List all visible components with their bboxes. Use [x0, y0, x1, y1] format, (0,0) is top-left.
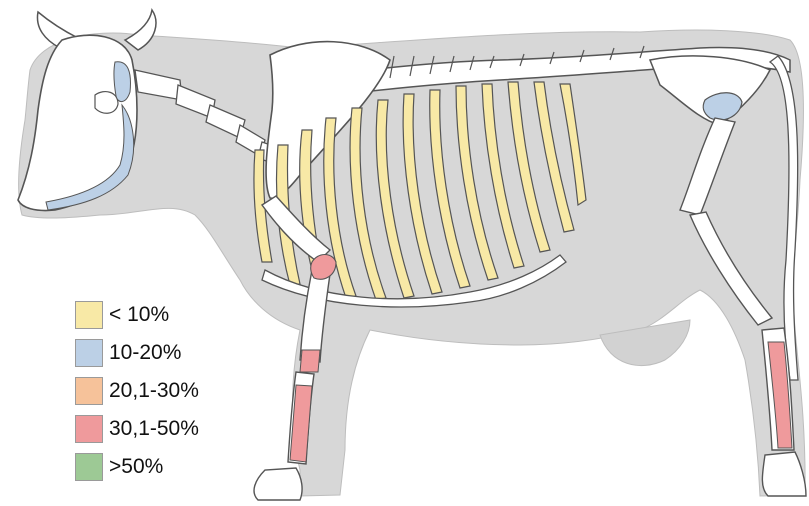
radius-distal-zone [300, 350, 320, 372]
legend-swatch [75, 301, 103, 329]
legend-item-over-50: >50% [75, 452, 163, 482]
legend-label: < 10% [109, 303, 169, 327]
legend-label: 10-20% [109, 341, 181, 365]
legend-swatch [75, 453, 103, 481]
legend-swatch [75, 377, 103, 405]
legend-label: >50% [109, 455, 163, 479]
skull-eye-socket [95, 92, 118, 114]
legend-swatch [75, 415, 103, 443]
legend-label: 20,1-30% [109, 379, 199, 403]
legend-item-10-20: 10-20% [75, 338, 181, 368]
legend-swatch [75, 339, 103, 367]
front-hoof [254, 468, 302, 500]
legend-item-30-50: 30,1-50% [75, 414, 199, 444]
legend-label: 30,1-50% [109, 417, 199, 441]
legend-item-under-10: < 10% [75, 300, 169, 330]
skull-occipital-zone [114, 62, 131, 102]
legend-item-20-30: 20,1-30% [75, 376, 199, 406]
